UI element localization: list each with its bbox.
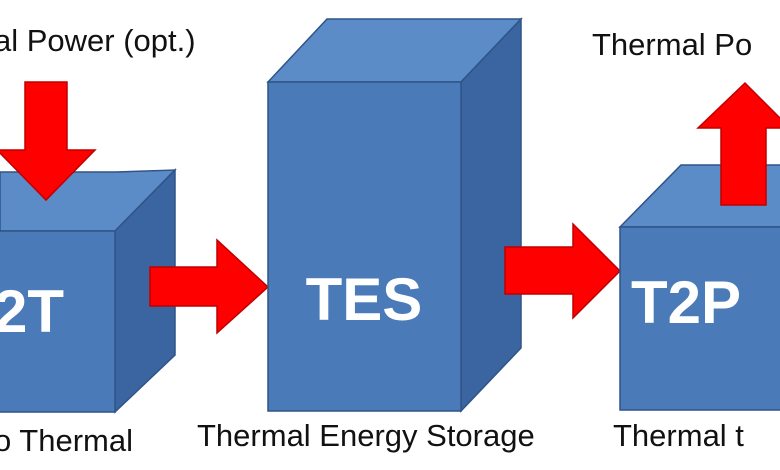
top-left-label: al Power (opt.)	[0, 23, 196, 58]
block-tes-label: TES	[306, 266, 423, 333]
block-tes: TES	[266, 17, 523, 413]
block-right-caption: Thermal t	[613, 418, 744, 453]
output-arrow-up	[696, 81, 780, 206]
block-left-caption: o Thermal	[0, 423, 133, 458]
input-arrow-down	[0, 81, 97, 202]
block-left-label: 2T	[0, 278, 64, 345]
arrow-left-to-tes	[149, 238, 270, 335]
block-right: T2P	[618, 164, 780, 411]
block-right-front	[619, 226, 780, 411]
block-right-label: T2P	[631, 269, 741, 336]
block-tes-front	[267, 81, 462, 412]
block-tes-caption: Thermal Energy Storage	[197, 418, 535, 453]
block-left: 2T	[0, 168, 177, 414]
block-left-front	[0, 230, 116, 413]
top-right-label: Thermal Po	[592, 27, 752, 62]
block-tes-side	[460, 17, 522, 413]
arrow-tes-to-right	[504, 222, 622, 320]
